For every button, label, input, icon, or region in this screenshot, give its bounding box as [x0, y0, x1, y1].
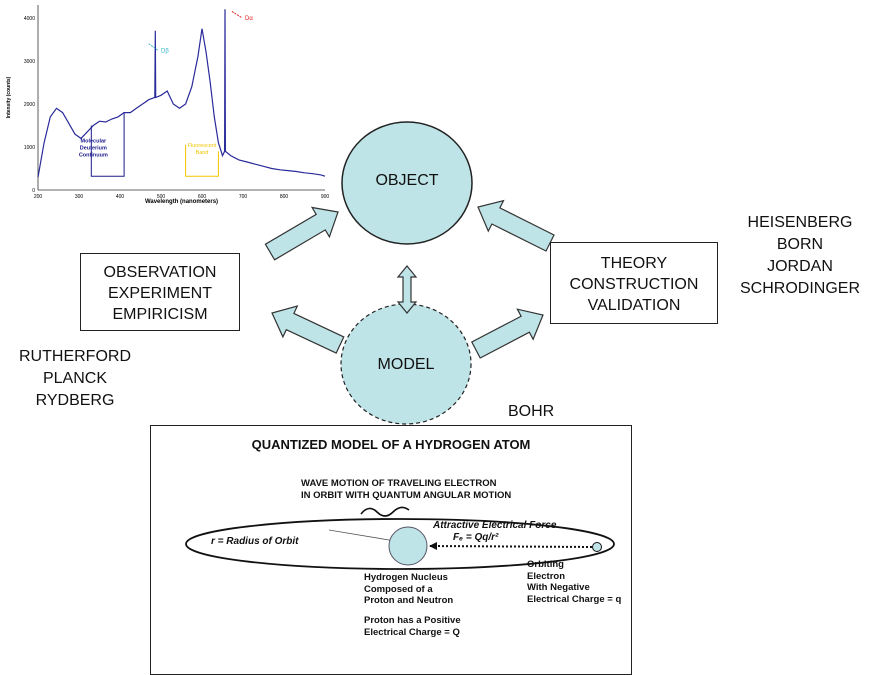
bohr-label: BOHR: [508, 403, 555, 420]
force-label: Attractive Electrical Force: [433, 520, 557, 531]
spectrum-x-tick-label: 500: [157, 194, 166, 200]
scientist-name: RUTHERFORD: [19, 348, 131, 365]
scientist-name: BORN: [776, 236, 824, 253]
spectrum-tick-labels: 200 300 400 500 600 700 800 900 0 1000 2000 3000 400…: [24, 16, 330, 200]
atom-graphics: [185, 506, 615, 570]
spectrum-y-tick-label: 3000: [24, 59, 35, 65]
spectrum-y-tick-label: 1000: [24, 145, 35, 151]
electron: [592, 542, 602, 552]
proton-text-line: Proton has a Positive: [364, 615, 461, 626]
object-label: OBJECT: [375, 172, 439, 189]
spectrum-x-tick-label: 700: [239, 194, 248, 200]
spectrum-y-tick-label: 2000: [24, 102, 35, 108]
hydrogen-atom-panel: QUANTIZED MODEL OF A HYDROGEN ATOM WAVE …: [150, 425, 632, 675]
orbit-ellipse: [185, 518, 615, 570]
radius-line: [328, 529, 402, 543]
electron-text: Orbiting Electron With Negative Electric…: [527, 559, 621, 605]
scientist-name: SCHRODINGER: [739, 280, 860, 297]
arrow-object-model-bidirectional: [396, 265, 418, 314]
theory-box-line: CONSTRUCTION: [569, 276, 699, 293]
spectrum-x-tick-label: 300: [75, 194, 84, 200]
arrow-observation-to-object: [264, 206, 339, 261]
spectrum-y-axis-label: Intensity (counts): [6, 76, 12, 118]
wave-motion-text: WAVE MOTION OF TRAVELING ELECTRON IN ORB…: [301, 478, 511, 502]
force-arrow-line: [429, 545, 593, 548]
spectrum-x-tick-label: 900: [321, 194, 330, 200]
spectrum-axes: [37, 5, 325, 191]
scientist-name: RYDBERG: [35, 392, 115, 409]
scientist-name: PLANCK: [42, 370, 108, 387]
object-bubble: [341, 121, 473, 245]
observation-box-line: OBSERVATION: [103, 264, 217, 281]
nucleus-text-line: Composed of a: [364, 583, 433, 595]
spectrum-x-tick-label: 200: [34, 194, 43, 200]
spectrum-series-line: [37, 9, 326, 178]
dalpha-annotation: Dα: [245, 16, 253, 22]
force-formula: Fₑ = Qq/r²: [453, 532, 499, 543]
force-arrowhead: [429, 542, 437, 550]
theorists-list: HEISENBERG BORN JORDAN SCHRODINGER: [725, 212, 875, 300]
spectrum-y-tick-label: 4000: [24, 16, 35, 22]
dalpha-pointer: [231, 11, 243, 19]
theory-box: THEORY CONSTRUCTION VALIDATION: [550, 242, 718, 324]
wave-motion-line: WAVE MOTION OF TRAVELING ELECTRON: [301, 478, 497, 489]
spectrum-x-tick-label: 600: [198, 194, 207, 200]
experimentalists-list: RUTHERFORD PLANCK RYDBERG: [0, 346, 150, 412]
wave-motion-line: IN ORBIT WITH QUANTUM ANGULAR MOTION: [301, 490, 512, 501]
scientist-name: HEISENBERG: [747, 214, 853, 231]
nucleus-text-line: Hydrogen Nucleus: [364, 572, 448, 583]
scientist-name: JORDAN: [767, 258, 833, 275]
nucleus-text-line: Proton and Neutron: [364, 595, 454, 606]
arrow-theory-to-object: [477, 199, 555, 252]
electron-text-line: Electron: [527, 570, 566, 582]
arrow-model-to-observation: [271, 305, 345, 354]
continuum-bracket: [90, 112, 125, 177]
spectrum-x-tick-label: 400: [116, 194, 125, 200]
observation-box: OBSERVATION EXPERIMENT EMPIRICISM: [80, 253, 240, 331]
spectrum-chart: 200 300 400 500 600 700 800 900 0 1000 2000 3000 400…: [6, 5, 330, 205]
theory-box-line: VALIDATION: [587, 297, 681, 314]
wave-squiggle: [360, 506, 410, 517]
fluorescent-bracket: [185, 144, 219, 177]
observation-box-line: EMPIRICISM: [112, 306, 208, 323]
model-label: MODEL: [377, 356, 435, 373]
observation-box-line: EXPERIMENT: [107, 285, 212, 302]
spectrum-y-tick-label: 0: [32, 188, 35, 194]
dbeta-pointer: [148, 43, 159, 51]
spectrum-x-axis-label: Wavelength (nanometers): [145, 199, 218, 205]
nucleus-text: Hydrogen Nucleus Composed of a Proton an…: [364, 572, 453, 607]
arrow-model-to-theory: [470, 308, 544, 359]
proton-text-line: Electrical Charge = Q: [364, 626, 460, 638]
theory-box-line: THEORY: [600, 255, 668, 272]
electron-text-line: Orbiting: [527, 559, 564, 570]
spectrum-x-tick-label: 800: [280, 194, 289, 200]
electron-text-line: Electrical Charge = q: [527, 593, 622, 605]
radius-label: r = Radius of Orbit: [211, 536, 299, 547]
proton-text: Proton has a Positive Electrical Charge …: [364, 615, 461, 638]
electron-text-line: With Negative: [527, 582, 590, 593]
atom-panel-title: QUANTIZED MODEL OF A HYDROGEN ATOM: [251, 437, 531, 452]
dbeta-annotation: Dβ: [161, 48, 169, 54]
nucleus: [388, 526, 428, 566]
